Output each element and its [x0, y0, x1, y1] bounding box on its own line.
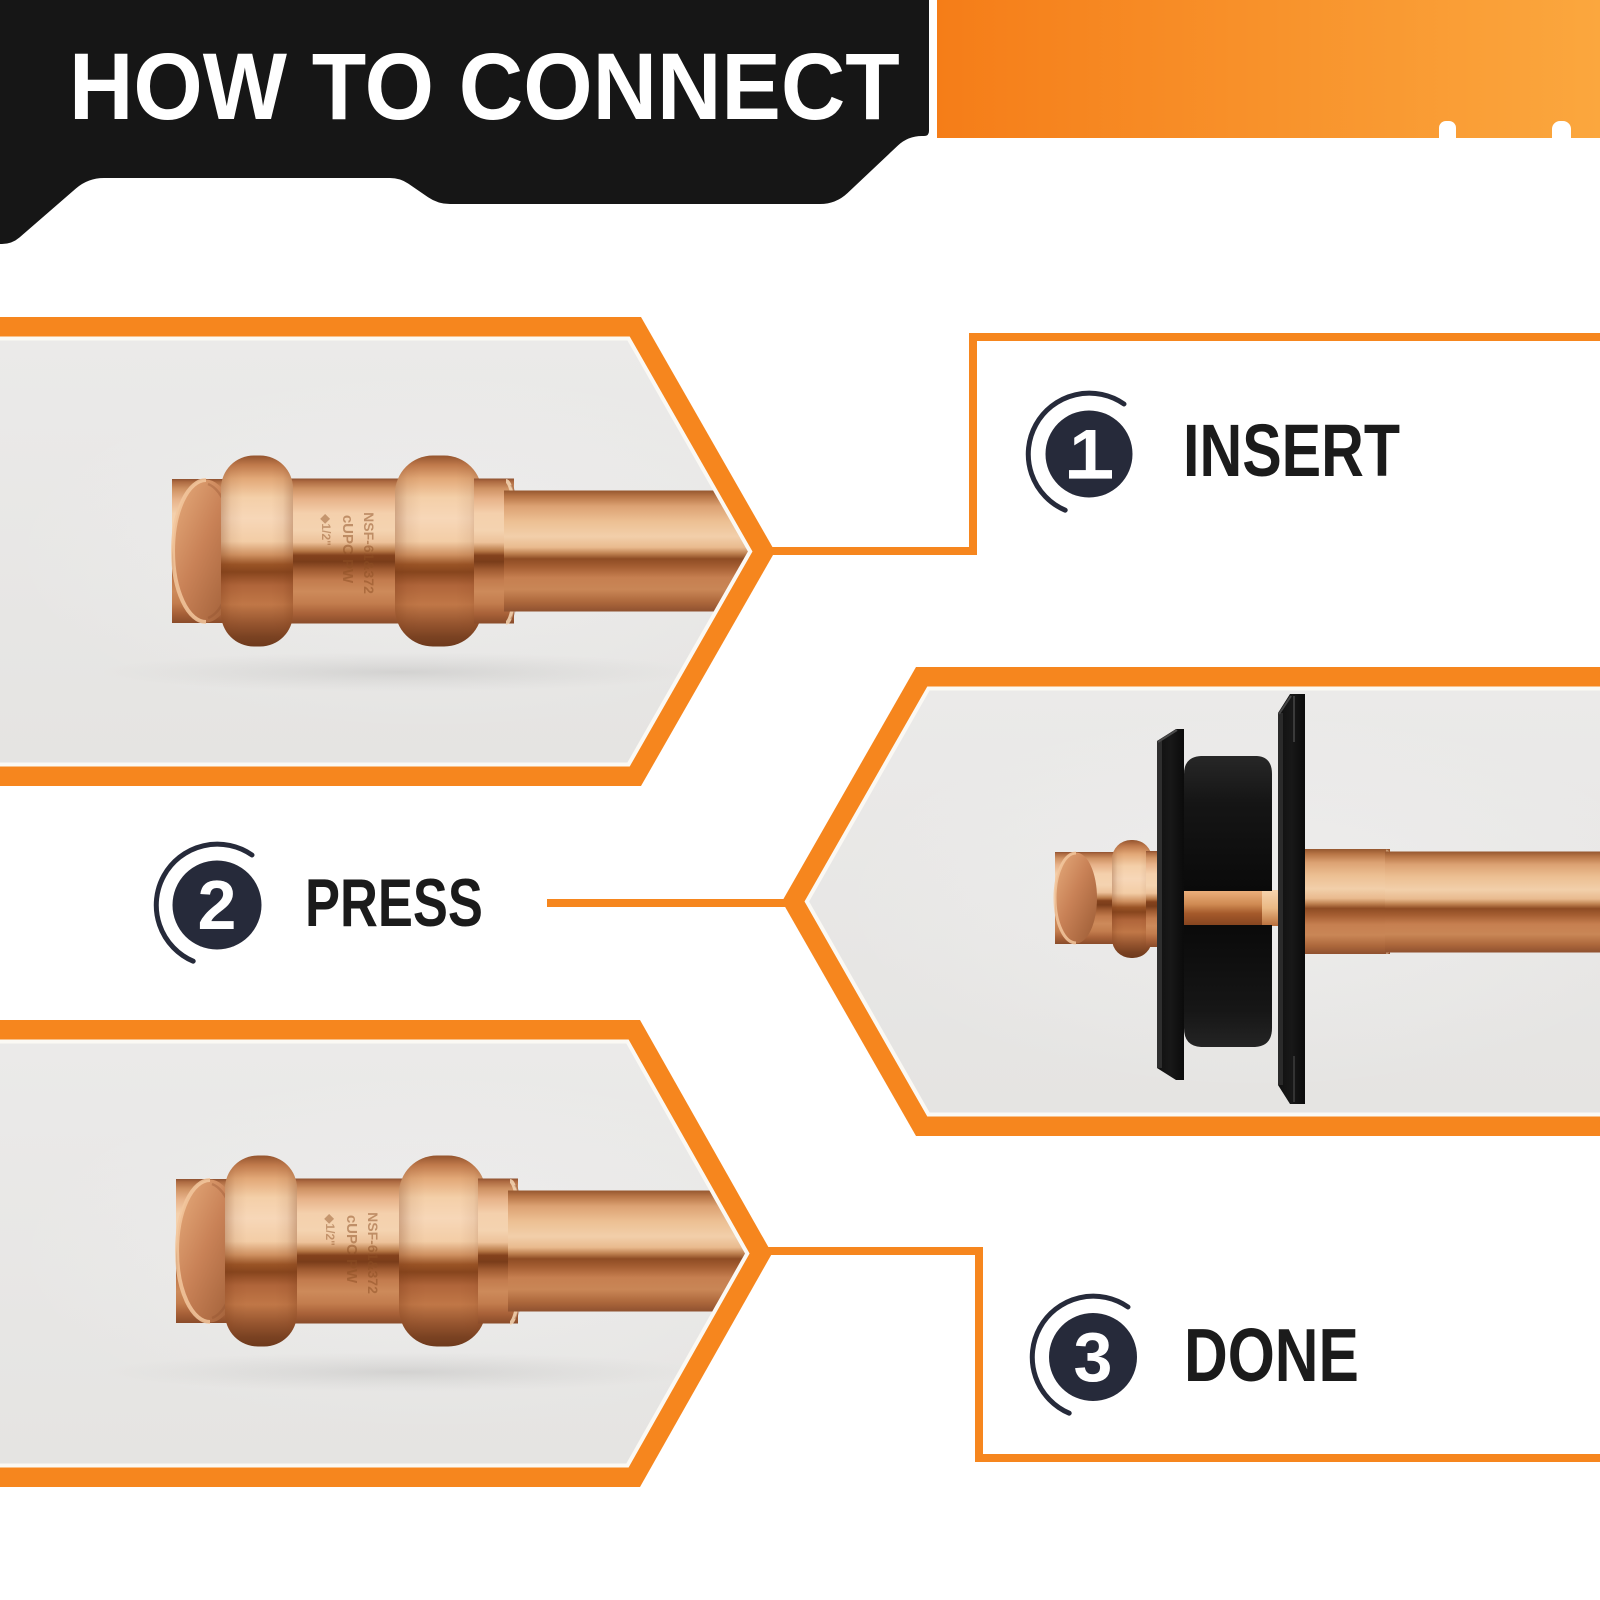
- svg-text:cUPC PW: cUPC PW: [343, 1215, 360, 1284]
- svg-text:NSF-61&372: NSF-61&372: [361, 512, 377, 594]
- svg-text:◆1/2": ◆1/2": [323, 1213, 337, 1246]
- svg-text:◆1/2": ◆1/2": [319, 513, 333, 546]
- svg-text:cUPC PW: cUPC PW: [339, 515, 356, 584]
- svg-text:HOW TO CONNECT: HOW TO CONNECT: [69, 35, 900, 140]
- svg-text:PRESS: PRESS: [305, 864, 483, 940]
- svg-text:INSERT: INSERT: [1183, 410, 1400, 493]
- svg-text:2: 2: [198, 866, 237, 944]
- svg-text:NSF-61&372: NSF-61&372: [365, 1212, 381, 1294]
- svg-text:3: 3: [1074, 1318, 1113, 1396]
- svg-text:1: 1: [1070, 415, 1109, 493]
- svg-text:DONE: DONE: [1184, 1313, 1359, 1398]
